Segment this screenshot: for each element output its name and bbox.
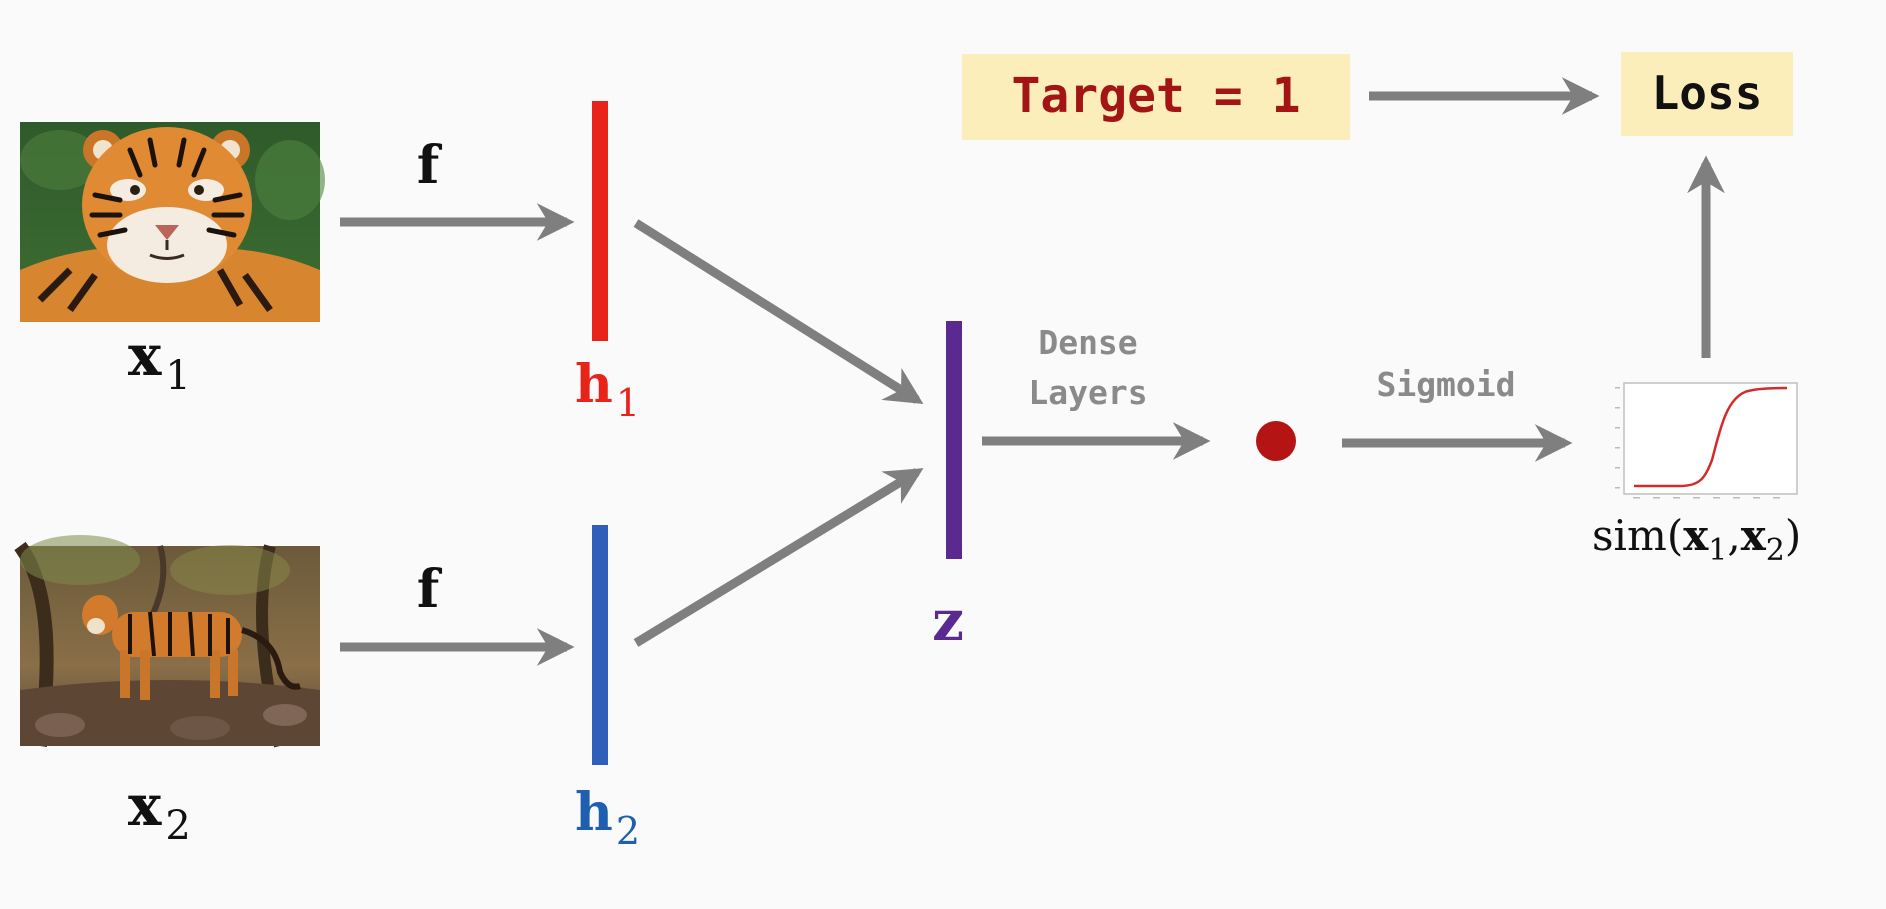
loss-label: Loss [1652, 66, 1763, 120]
sigmoid-label: Sigmoid [1376, 365, 1515, 404]
dense-label-line1: Dense [1038, 323, 1137, 362]
f-label-bottom: f [417, 559, 443, 620]
similarity-label: sim(x1,x2) [1592, 511, 1801, 568]
h2-label: h2 [575, 782, 640, 853]
sigmoid-plot-thumbnail [1615, 383, 1797, 499]
target-label: Target = 1 [1012, 68, 1301, 124]
f-label-top: f [417, 135, 443, 196]
h2-vector-bar [592, 525, 608, 765]
output-dot [1256, 421, 1296, 461]
tiger-standing-image [20, 535, 320, 746]
dense-label-line2: Layers [1028, 373, 1147, 412]
tiger-face-image [20, 122, 325, 322]
z-vector-bar [946, 321, 962, 559]
h1-to-z-arrow [636, 223, 917, 400]
h1-label: h1 [575, 354, 640, 425]
z-label: z [932, 588, 964, 654]
h1-vector-bar [592, 101, 608, 341]
h2-to-z-arrow [636, 472, 917, 643]
